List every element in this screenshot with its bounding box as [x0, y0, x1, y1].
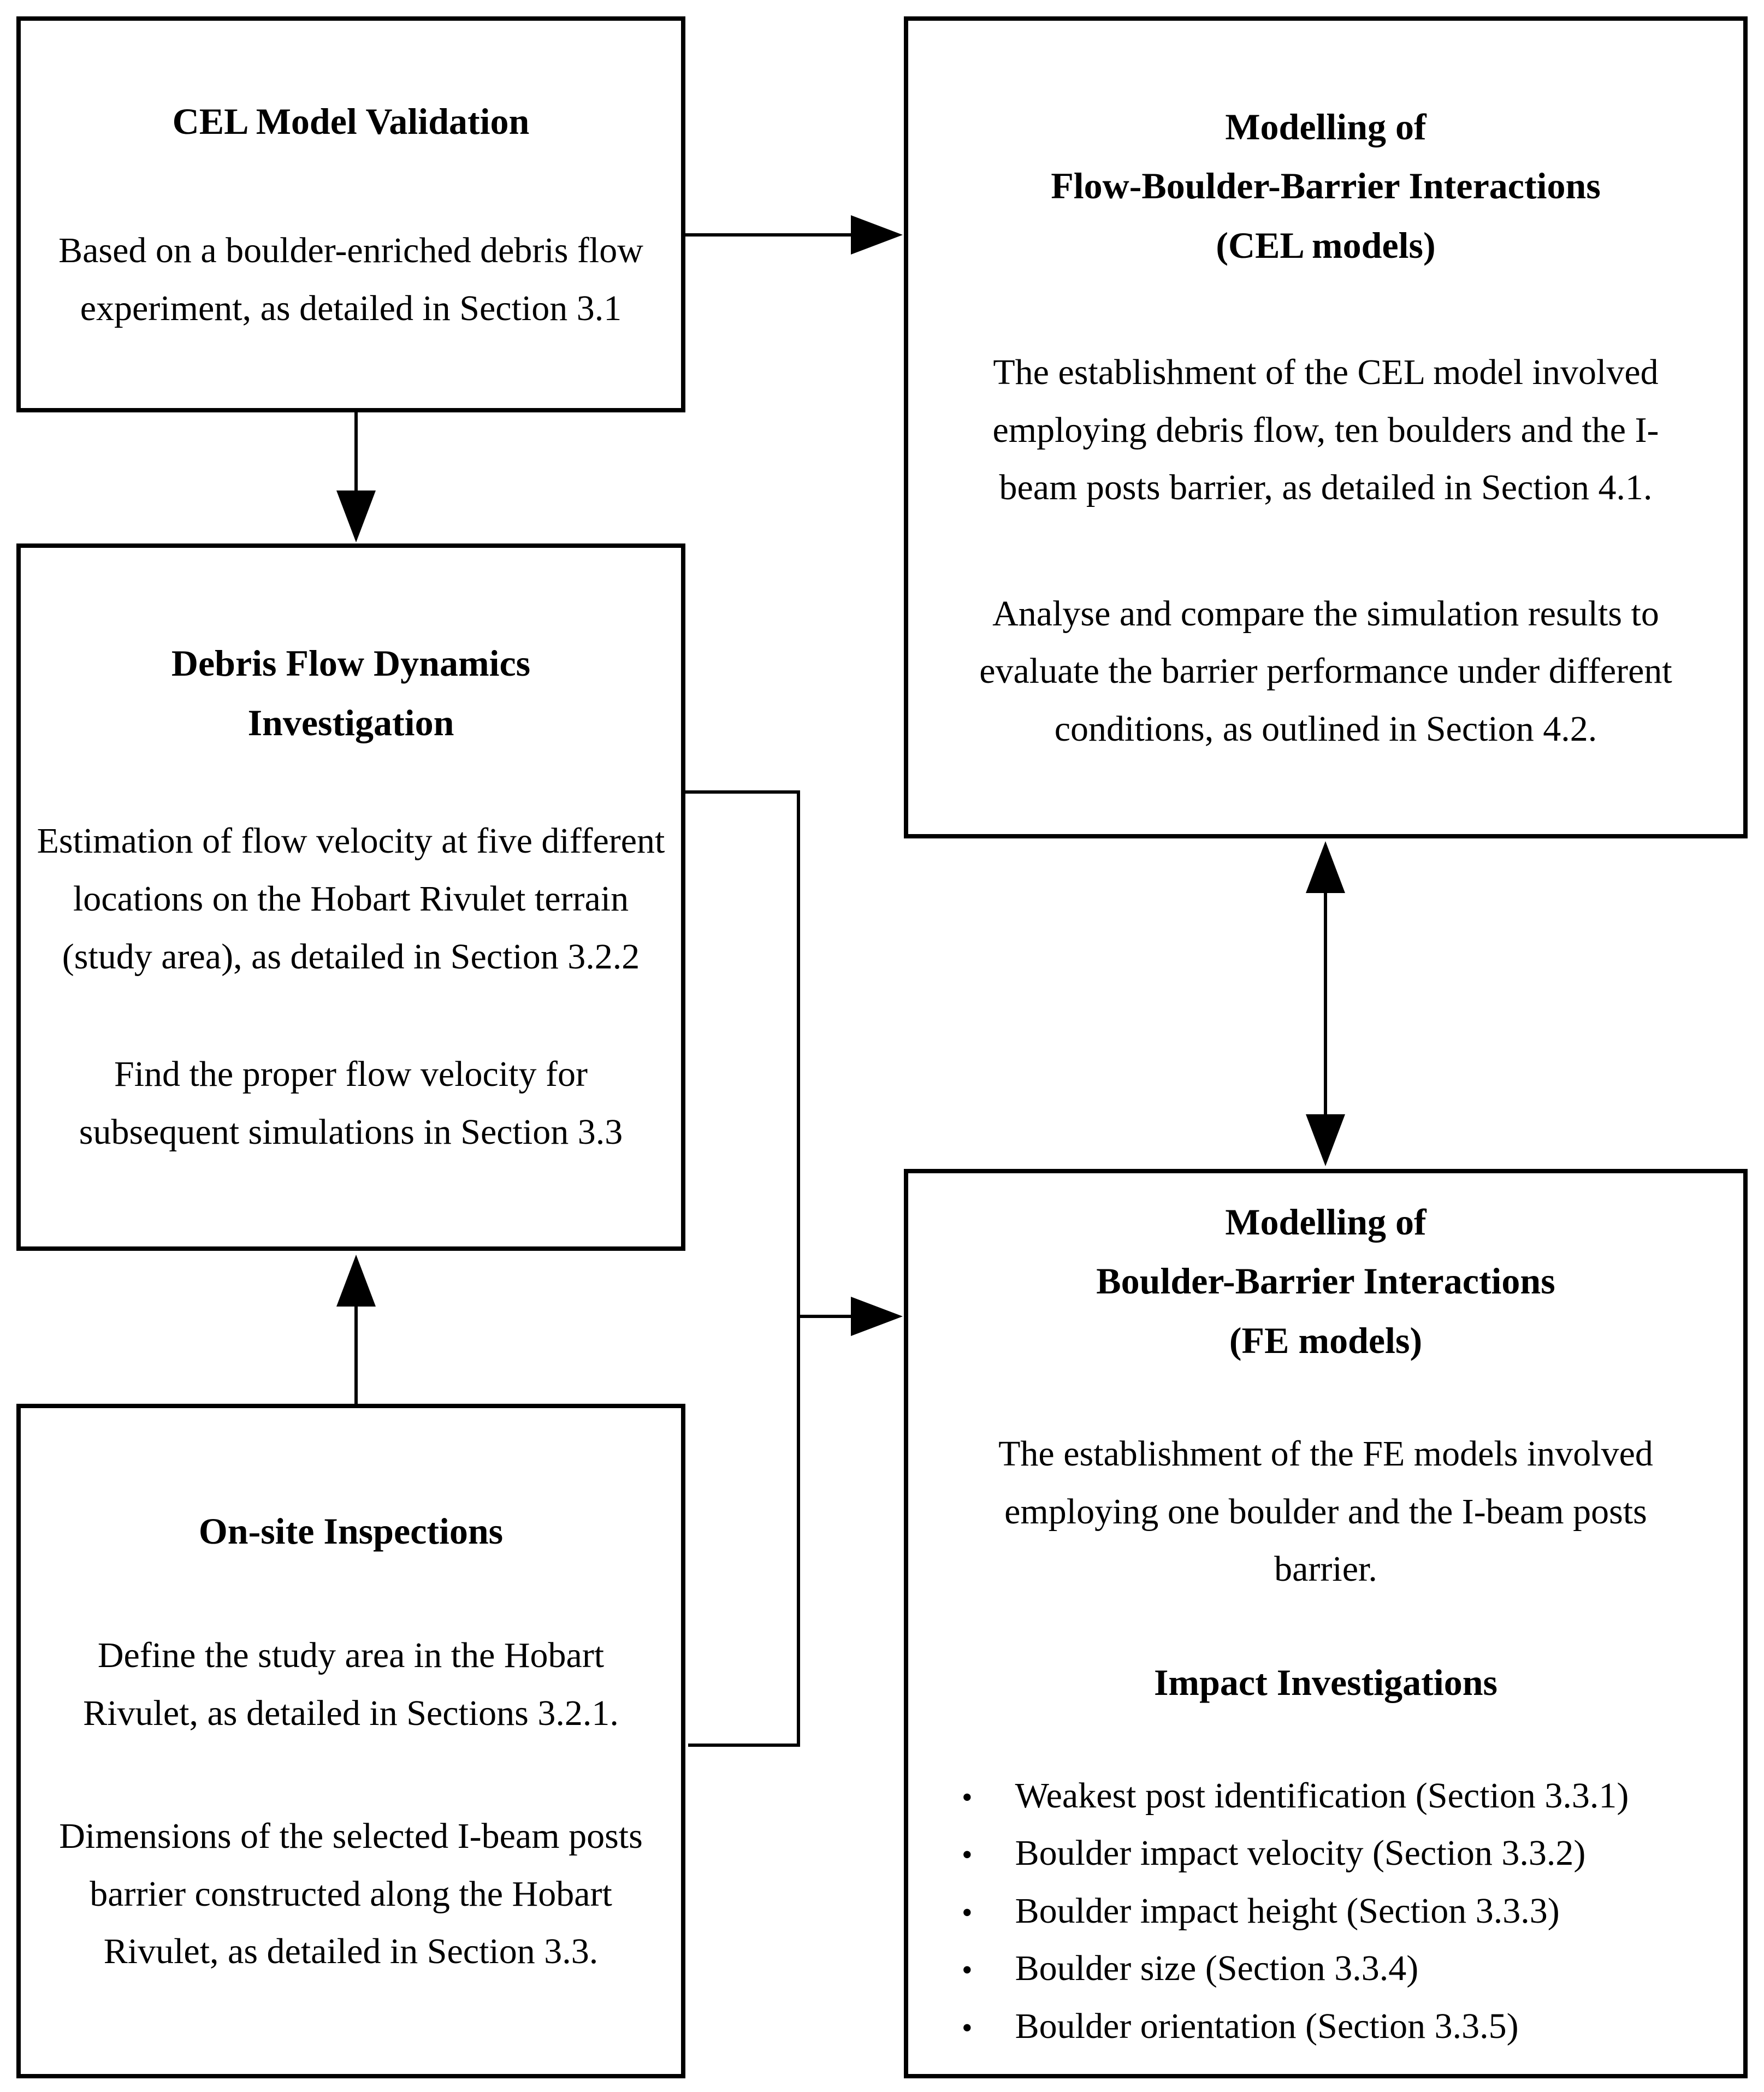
list-item-text: Boulder impact velocity (Section 3.3.2)	[1015, 1833, 1586, 1874]
list-item-text: Boulder orientation (Section 3.3.5)	[1015, 2006, 1519, 2046]
heading-line: Modelling of	[1225, 1201, 1426, 1243]
heading-line: Debris Flow Dynamics	[171, 642, 531, 684]
heading-line: (FE models)	[1229, 1320, 1423, 1362]
heading-line: (CEL models)	[1216, 224, 1436, 267]
connector-dynamics-inspections-to-fe-modelling	[685, 790, 903, 1747]
box-modelling-flow-boulder-barrier: Modelling of Flow-Boulder-Barrier Intera…	[904, 16, 1748, 838]
list-item-text: Boulder impact height (Section 3.3.3)	[1015, 1890, 1560, 1931]
box-paragraph: Define the study area in the Hobart Rivu…	[83, 1635, 619, 1733]
list-item-text: Boulder size (Section 3.3.4)	[1015, 1948, 1419, 1989]
box-paragraph: Analyse and compare the simulation resul…	[979, 593, 1672, 749]
list-item: • Boulder impact height (Section 3.3.3)	[962, 1882, 1706, 1940]
heading-line: Investigation	[247, 701, 454, 743]
bullet-icon: •	[962, 1895, 973, 1930]
box-title: Modelling of Boulder-Barrier Interaction…	[1096, 1192, 1555, 1370]
impact-investigations-subheading: Impact Investigations	[1153, 1661, 1498, 1703]
box-debris-flow-dynamics: Debris Flow Dynamics Investigation Estim…	[16, 543, 685, 1251]
box-paragraph: Based on a boulder-enriched debris flow …	[58, 231, 643, 328]
heading-line: Flow-Boulder-Barrier Interactions	[1051, 165, 1601, 207]
arrow-cel-fe-bidirectional	[1306, 841, 1345, 1166]
box-paragraph: The establishment of the FE models invol…	[998, 1433, 1653, 1589]
heading-line: On-site Inspections	[198, 1510, 504, 1552]
box-onsite-inspections: On-site Inspections Define the study are…	[16, 1404, 685, 2078]
bullet-icon: •	[962, 2011, 973, 2045]
box-paragraph: The establishment of the CEL model invol…	[992, 352, 1659, 508]
impact-investigations-list: • Weakest post identification (Section 3…	[924, 1767, 1728, 2055]
list-item-text: Weakest post identification (Section 3.3…	[1015, 1775, 1629, 1816]
heading-line: CEL Model Validation	[172, 100, 530, 142]
bullet-icon: •	[962, 1780, 973, 1815]
list-item: • Boulder orientation (Section 3.3.5)	[962, 1998, 1706, 2055]
bullet-icon: •	[962, 1953, 973, 1988]
heading-line: Boulder-Barrier Interactions	[1096, 1260, 1555, 1302]
list-item: • Weakest post identification (Section 3…	[962, 1767, 1706, 1825]
box-cel-model-validation: CEL Model Validation Based on a boulder-…	[16, 16, 685, 412]
arrow-validation-to-dynamics	[336, 412, 376, 542]
arrow-validation-to-cel-modelling	[685, 215, 903, 255]
list-item: • Boulder impact velocity (Section 3.3.2…	[962, 1824, 1706, 1882]
box-title: Debris Flow Dynamics Investigation	[171, 634, 530, 753]
bullet-icon: •	[962, 1838, 973, 1872]
box-title: CEL Model Validation	[173, 92, 530, 151]
box-paragraph: Find the proper flow velocity for subseq…	[79, 1054, 623, 1152]
arrow-inspections-to-dynamics	[336, 1255, 376, 1404]
heading-line: Modelling of	[1225, 105, 1426, 147]
box-paragraph: Estimation of flow velocity at five diff…	[37, 821, 665, 977]
box-title: On-site Inspections	[199, 1502, 503, 1561]
box-modelling-boulder-barrier: Modelling of Boulder-Barrier Interaction…	[904, 1169, 1748, 2078]
list-item: • Boulder size (Section 3.3.4)	[962, 1940, 1706, 1998]
box-paragraph: Dimensions of the selected I-beam posts …	[59, 1816, 643, 1972]
box-title: Modelling of Flow-Boulder-Barrier Intera…	[1051, 97, 1601, 275]
